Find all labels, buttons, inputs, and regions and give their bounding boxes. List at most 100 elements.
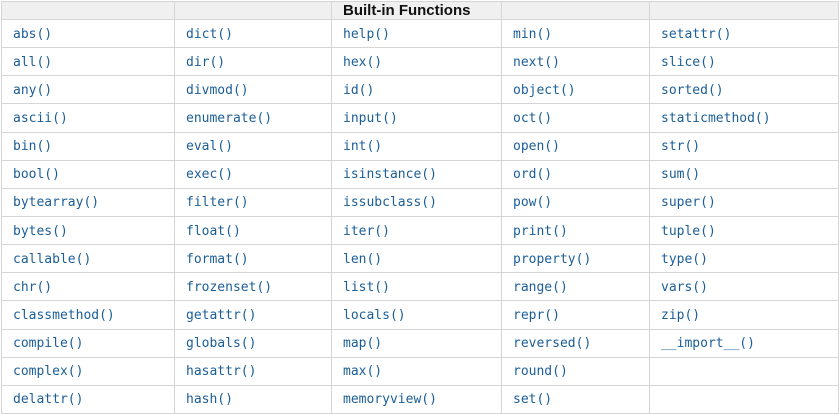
table-cell: object()	[501, 75, 650, 105]
table-cell: isinstance()	[331, 159, 502, 189]
function-link[interactable]: help()	[343, 26, 390, 42]
function-link[interactable]: print()	[513, 223, 568, 239]
function-link[interactable]: globals()	[186, 336, 257, 352]
function-link[interactable]: slice()	[661, 54, 716, 70]
table-cell: callable()	[1, 244, 175, 274]
function-link[interactable]: tuple()	[661, 223, 716, 239]
table-cell: bytearray()	[1, 187, 175, 217]
function-link[interactable]: vars()	[661, 279, 708, 295]
function-link[interactable]: divmod()	[186, 82, 249, 98]
table-cell: enumerate()	[174, 103, 332, 133]
function-link[interactable]: set()	[513, 392, 553, 408]
function-link[interactable]: sorted()	[661, 82, 724, 98]
function-link[interactable]: repr()	[513, 307, 560, 323]
function-link[interactable]: input()	[343, 110, 398, 126]
table-cell: compile()	[1, 328, 175, 358]
function-link[interactable]: list()	[343, 279, 390, 295]
function-link[interactable]: locals()	[343, 307, 406, 323]
function-link[interactable]: dir()	[186, 54, 226, 70]
header-cell-title: Built-in Functions	[331, 1, 502, 20]
function-link[interactable]: object()	[513, 82, 576, 98]
function-link[interactable]: id()	[343, 82, 375, 98]
function-link[interactable]: exec()	[186, 167, 233, 183]
function-link[interactable]: pow()	[513, 195, 553, 211]
function-link[interactable]: open()	[513, 139, 560, 155]
function-link[interactable]: reversed()	[513, 336, 592, 352]
table-cell: staticmethod()	[649, 103, 839, 133]
function-link[interactable]: max()	[343, 364, 383, 380]
function-link[interactable]: iter()	[343, 223, 390, 239]
function-link[interactable]: compile()	[13, 336, 84, 352]
function-link[interactable]: callable()	[13, 251, 92, 267]
function-link[interactable]: int()	[343, 139, 383, 155]
table-cell: globals()	[174, 328, 332, 358]
function-link[interactable]: classmethod()	[13, 307, 115, 323]
function-link[interactable]: eval()	[186, 139, 233, 155]
function-link[interactable]: hash()	[186, 392, 233, 408]
function-link[interactable]: chr()	[13, 279, 53, 295]
table-cell: print()	[501, 215, 650, 246]
table-row: classmethod() getattr() locals() repr() …	[1, 300, 839, 330]
table-row: any() divmod() id() object() sorted()	[1, 75, 839, 105]
function-link[interactable]: range()	[513, 279, 568, 295]
function-link[interactable]: delattr()	[13, 392, 84, 408]
table-cell: setattr()	[649, 18, 839, 49]
function-link[interactable]: map()	[343, 336, 383, 352]
function-link[interactable]: property()	[513, 251, 592, 267]
table-cell: memoryview()	[331, 384, 502, 415]
function-link[interactable]: float()	[186, 223, 241, 239]
table-cell: set()	[501, 384, 650, 415]
function-link[interactable]: __import__()	[661, 336, 755, 352]
function-link[interactable]: ascii()	[13, 110, 68, 126]
function-link[interactable]: any()	[13, 82, 53, 98]
function-link[interactable]: enumerate()	[186, 110, 273, 126]
function-link[interactable]: complex()	[13, 364, 84, 380]
function-link[interactable]: setattr()	[661, 26, 732, 42]
header-cell-empty	[174, 1, 332, 20]
function-link[interactable]: zip()	[661, 307, 701, 323]
function-link[interactable]: all()	[13, 54, 53, 70]
function-link[interactable]: frozenset()	[186, 279, 273, 295]
header-cell-empty	[649, 1, 839, 20]
function-link[interactable]: round()	[513, 364, 568, 380]
table-cell: max()	[331, 356, 502, 386]
table-row: bool() exec() isinstance() ord() sum()	[1, 159, 839, 189]
table-cell: hash()	[174, 384, 332, 415]
function-link[interactable]: bin()	[13, 139, 53, 155]
table-cell: zip()	[649, 300, 839, 330]
function-link[interactable]: hasattr()	[186, 364, 257, 380]
table-cell: ascii()	[1, 103, 175, 133]
function-link[interactable]: bytearray()	[13, 195, 100, 211]
function-link[interactable]: getattr()	[186, 307, 257, 323]
function-link[interactable]: staticmethod()	[661, 110, 771, 126]
function-link[interactable]: oct()	[513, 110, 553, 126]
table-cell: open()	[501, 131, 650, 161]
function-link[interactable]: type()	[661, 251, 708, 267]
table-row: callable() format() len() property() typ…	[1, 244, 839, 274]
function-link[interactable]: ord()	[513, 167, 553, 183]
function-link[interactable]: super()	[661, 195, 716, 211]
function-link[interactable]: format()	[186, 251, 249, 267]
function-link[interactable]: filter()	[186, 195, 249, 211]
function-link[interactable]: hex()	[343, 54, 383, 70]
function-link[interactable]: min()	[513, 26, 553, 42]
function-link[interactable]: bytes()	[13, 223, 68, 239]
function-link[interactable]: sum()	[661, 167, 701, 183]
table-row: compile() globals() map() reversed() __i…	[1, 328, 839, 358]
function-link[interactable]: dict()	[186, 26, 233, 42]
table-cell: divmod()	[174, 75, 332, 105]
function-link[interactable]: isinstance()	[343, 167, 437, 183]
table-cell: bin()	[1, 131, 175, 161]
function-link[interactable]: issubclass()	[343, 195, 437, 211]
table-cell: locals()	[331, 300, 502, 330]
function-link[interactable]: abs()	[13, 26, 53, 42]
function-link[interactable]: len()	[343, 251, 383, 267]
function-link[interactable]: next()	[513, 54, 560, 70]
function-link[interactable]: bool()	[13, 167, 60, 183]
table-cell-empty	[649, 356, 839, 386]
table-cell: sum()	[649, 159, 839, 189]
function-link[interactable]: memoryview()	[343, 392, 437, 408]
table-row: abs() dict() help() min() setattr()	[1, 18, 839, 49]
table-cell: int()	[331, 131, 502, 161]
function-link[interactable]: str()	[661, 139, 701, 155]
